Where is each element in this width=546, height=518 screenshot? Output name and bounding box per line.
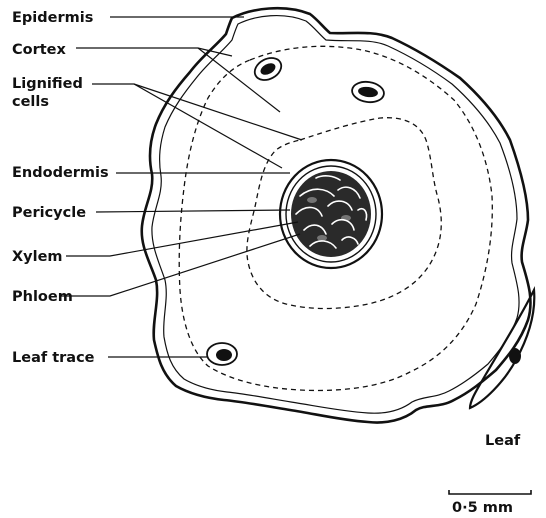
label-lignified-line2: cells [12,94,49,110]
leaf-cross-section [470,290,534,408]
leaf-trace-bundle [207,343,237,365]
label-phloem: Phloem [12,289,73,305]
label-leaf: Leaf [485,433,521,449]
label-cortex: Cortex [12,42,67,58]
label-endodermis: Endodermis [12,165,109,181]
vascular-trace-top-left [251,54,285,85]
vascular-trace-top-right [351,80,385,104]
scale-bar: 0·5 mm [449,490,531,516]
central-stele [280,160,382,268]
scale-bar-label: 0·5 mm [452,500,513,516]
leader-pericycle [96,210,290,212]
label-lignified-line1: Lignified [12,76,83,92]
label-xylem: Xylem [12,249,63,265]
leader-xylem [66,222,298,256]
label-epidermis: Epidermis [12,10,93,26]
leader-lignified [92,84,282,168]
label-leaf-trace: Leaf trace [12,350,95,366]
label-pericycle: Pericycle [12,205,86,221]
